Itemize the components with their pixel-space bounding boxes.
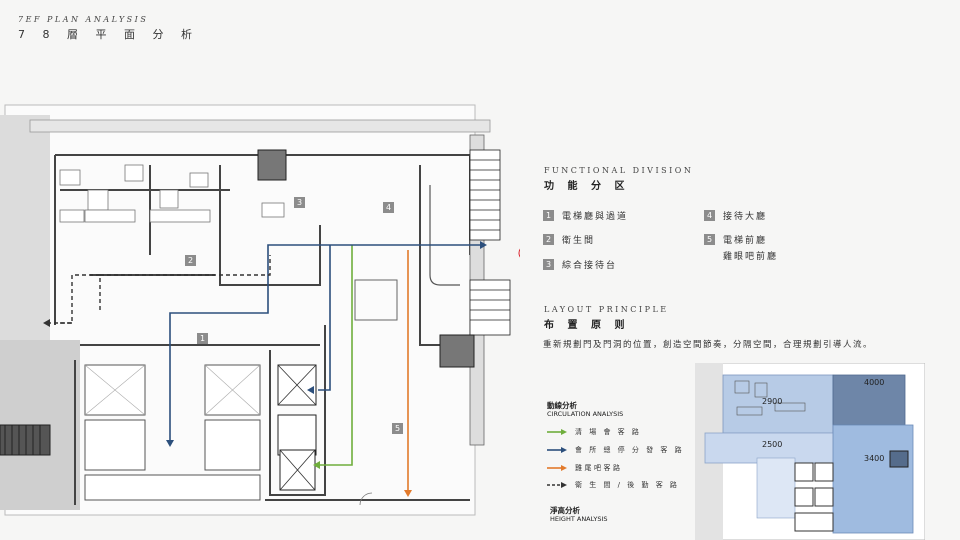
plan-shaft-top	[257, 149, 287, 181]
legend-label: 會 所 總 停 分 發 客 路	[575, 446, 685, 454]
functional-item-5: 5 電梯前廳	[704, 233, 767, 246]
circulation-title-cn: 動線分析	[547, 401, 577, 410]
functional-item-label: 衛生間	[562, 236, 596, 246]
zone-4000	[832, 374, 906, 426]
arrow-right-icon	[547, 429, 567, 435]
height-dim-4000: 4000	[864, 378, 885, 387]
functional-item-5-sub: 雞眼吧前廳	[723, 252, 779, 262]
functional-title-cn: 功 能 分 区	[544, 181, 630, 192]
legend-label: 雞尾吧客路	[575, 464, 623, 472]
height-dim-2900: 2900	[762, 397, 783, 406]
layout-principle-text: 重新規劃門及門洞的位置，創造空間節奏，分隔空間，合理規劃引導人流。	[543, 340, 874, 350]
height-title-cn: 淨高分析	[550, 506, 580, 515]
functional-item-num: 1	[543, 210, 554, 221]
arrow-right-icon	[547, 465, 567, 471]
layout-title-cn: 布 置 原 则	[544, 320, 630, 331]
functional-item-num: 4	[704, 210, 715, 221]
legend-item-dashed: 衛 生 間 / 後 勤 客 路	[547, 480, 679, 490]
height-analysis-plan	[695, 363, 925, 540]
floor-plan	[0, 104, 520, 516]
height-dim-3400: 3400	[864, 454, 885, 463]
functional-item-2: 2 衛生間	[543, 233, 595, 246]
functional-item-label: 綜合接待台	[562, 261, 618, 271]
legend-item-blue: 會 所 總 停 分 發 客 路	[547, 445, 684, 455]
functional-item-label: 接待大廳	[723, 212, 768, 222]
height-title-en: HEIGHT ANALYSIS	[550, 515, 608, 523]
functional-item-3: 3 綜合接待台	[543, 258, 617, 271]
zone-3400	[832, 424, 914, 534]
functional-item-label: 電梯廳與過道	[562, 212, 629, 222]
arrow-right-icon	[547, 482, 567, 488]
legend-item-green: 清 場 會 客 路	[547, 427, 641, 437]
legend-label: 清 場 會 客 路	[575, 428, 642, 436]
plan-shaft-right	[439, 334, 475, 368]
entrance-marker	[518, 248, 520, 258]
functional-item-num: 5	[704, 234, 715, 245]
functional-item-label: 電梯前廳	[723, 236, 768, 246]
plan-tag-5: 5	[392, 423, 403, 434]
functional-item-num: 3	[543, 259, 554, 270]
layout-title-en: LAYOUT PRINCIPLE	[544, 305, 669, 314]
page-title-en: 7EF PLAN ANALYSIS	[18, 15, 149, 24]
legend-label: 衛 生 間 / 後 勤 客 路	[575, 481, 680, 489]
plan-tag-1: 1	[197, 333, 208, 344]
functional-title-en: FUNCTIONAL DIVISION	[544, 166, 694, 175]
plan-tag-3: 3	[294, 197, 305, 208]
functional-item-num: 2	[543, 234, 554, 245]
functional-item-1: 1 電梯廳與過道	[543, 209, 628, 222]
zone-2900	[722, 374, 834, 434]
functional-item-4: 4 接待大廳	[704, 209, 767, 222]
legend-item-orange: 雞尾吧客路	[547, 463, 623, 473]
page-title-cn: 7 8 層 平 面 分 析	[18, 28, 199, 41]
plan-tag-4: 4	[383, 202, 394, 213]
circulation-title-en: CIRCULATION ANALYSIS	[547, 410, 624, 418]
arrow-right-icon	[547, 447, 567, 453]
height-dim-2500: 2500	[762, 440, 783, 449]
plan-tag-2: 2	[185, 255, 196, 266]
